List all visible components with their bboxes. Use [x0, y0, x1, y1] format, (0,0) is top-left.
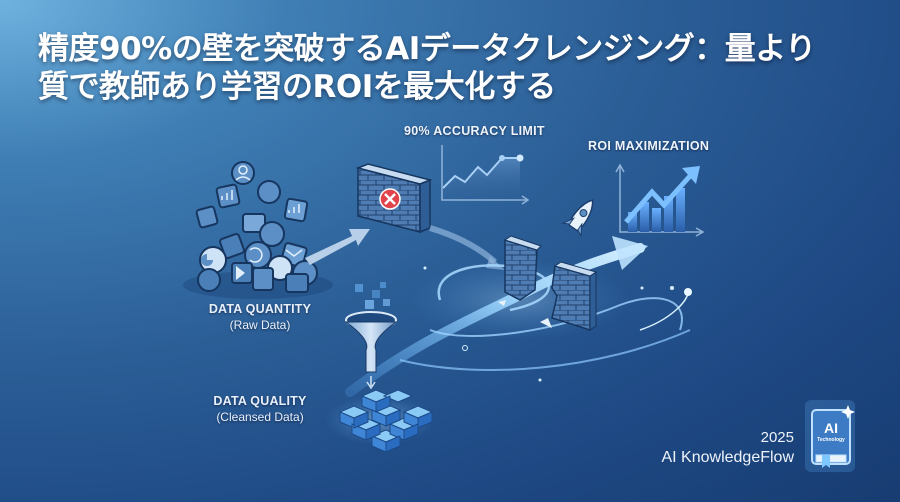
raw-data-icon-pile: [183, 161, 333, 299]
data-quality-title: DATA QUALITY: [213, 394, 307, 408]
bar-chart-icon: [215, 183, 241, 209]
title-line-1: 精度90%の壁を突破するAIデータクレンジング：量より: [38, 31, 816, 67]
database-icon: [252, 267, 274, 291]
title-line-2: 質で教師あり学習のROIを最大化する: [38, 69, 556, 105]
book-badge-text: AI Technology: [812, 420, 850, 444]
folder-icon: [242, 213, 266, 233]
footer-brand: AI KnowledgeFlow: [661, 449, 794, 466]
bar-chart-icon: [283, 197, 309, 223]
scatter-icon: [259, 221, 285, 247]
image-icon: [197, 268, 221, 292]
accuracy-chart: [441, 145, 530, 205]
broken-wall-icon: [498, 235, 598, 332]
footer-year: 2025: [760, 429, 794, 446]
rocket-icon: [561, 198, 594, 238]
book-icon: [805, 400, 855, 472]
brick-wall-icon: [355, 163, 433, 234]
line-chart-icon: [195, 205, 219, 229]
user-icon: [257, 180, 281, 204]
roi-chart: [615, 163, 705, 237]
data-quality-subtitle: (Cleansed Data): [216, 410, 304, 424]
book-subtitle: Technology: [817, 437, 845, 443]
cube-grid-icon: [325, 389, 435, 453]
accuracy-limit-heading: 90% ACCURACY LIMIT: [404, 124, 545, 138]
flow-arrow: [305, 229, 370, 265]
book-title: AI: [824, 420, 838, 436]
data-quantity-title: DATA QUANTITY: [208, 302, 312, 316]
cloud-icon: [285, 273, 309, 293]
roi-maximization-heading: ROI MAXIMIZATION: [588, 139, 710, 153]
data-quality-label: DATA QUALITY (Cleansed Data): [195, 394, 325, 424]
data-quantity-label: DATA QUANTITY (Raw Data): [195, 302, 325, 332]
funnel-icon: [344, 282, 398, 390]
page-title: 精度90%の壁を突破するAIデータクレンジング：量より 質で教師あり学習のROI…: [38, 30, 868, 106]
data-quantity-subtitle: (Raw Data): [229, 318, 291, 332]
puzzle-icon: [219, 233, 245, 259]
footer-branding: 2025 AI KnowledgeFlow: [661, 428, 794, 469]
